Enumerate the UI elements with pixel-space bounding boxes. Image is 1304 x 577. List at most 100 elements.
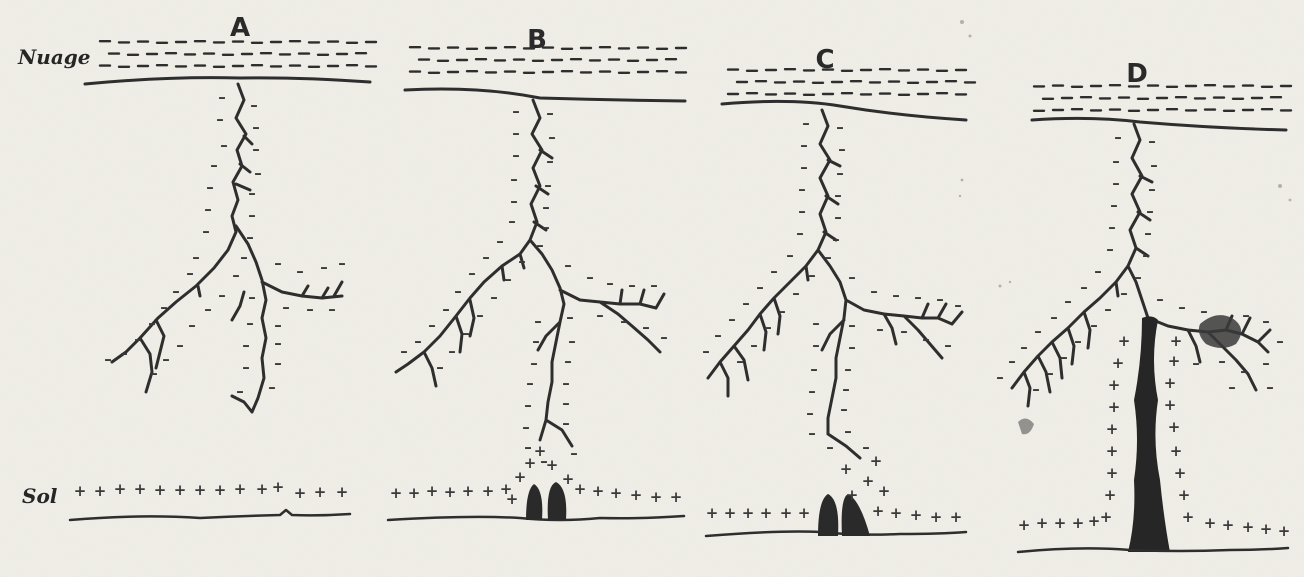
negative-charge: – xyxy=(838,140,846,158)
positive-charge: + xyxy=(482,482,495,500)
positive-charge: + xyxy=(506,490,519,508)
negative-charge: – xyxy=(530,354,538,372)
negative-charge: – xyxy=(120,344,128,362)
negative-charge: – xyxy=(764,318,772,336)
negative-charge: – xyxy=(542,198,550,216)
negative-charge: – xyxy=(206,178,214,196)
positive-charge: + xyxy=(862,472,875,490)
negative-charge: – xyxy=(454,282,462,300)
negative-charge: – xyxy=(954,296,962,314)
negative-charge: – xyxy=(1276,332,1284,350)
negative-charge: – xyxy=(564,352,572,370)
positive-charge: + xyxy=(610,484,623,502)
negative-charge: – xyxy=(808,382,816,400)
negative-charge: – xyxy=(248,206,256,224)
negative-charge: – xyxy=(172,282,180,300)
negative-charge: – xyxy=(320,258,328,276)
negative-charge: – xyxy=(802,114,810,132)
negative-charge: – xyxy=(414,332,422,350)
positive-charge: + xyxy=(1106,464,1119,482)
negative-charge: – xyxy=(1112,174,1120,192)
positive-charge: + xyxy=(1168,352,1181,370)
positive-charge: + xyxy=(1054,514,1067,532)
negative-charge: – xyxy=(202,222,210,240)
negative-charge: – xyxy=(186,264,194,282)
positive-charge: + xyxy=(408,484,421,502)
negative-charge: – xyxy=(944,336,952,354)
negative-charge: – xyxy=(812,336,820,354)
positive-charge: + xyxy=(1278,522,1291,540)
positive-charge: + xyxy=(890,504,903,522)
negative-charge: – xyxy=(546,152,554,170)
positive-charge: + xyxy=(94,482,107,500)
negative-charge: – xyxy=(562,414,570,432)
negative-charge: – xyxy=(534,312,542,330)
negative-charge: – xyxy=(306,300,314,318)
negative-charge: – xyxy=(1178,298,1186,316)
cloud-label: Nuage xyxy=(17,45,91,69)
negative-charge: – xyxy=(848,338,856,356)
negative-charge: – xyxy=(274,316,282,334)
positive-charge: + xyxy=(1164,374,1177,392)
negative-charge: – xyxy=(524,396,532,414)
negative-charge: – xyxy=(736,352,744,370)
negative-charge: – xyxy=(834,186,842,204)
negative-charge: – xyxy=(810,360,818,378)
negative-charge: – xyxy=(842,380,850,398)
negative-charge: – xyxy=(848,268,856,286)
negative-charge: – xyxy=(756,278,764,296)
negative-charge: – xyxy=(806,404,814,422)
negative-charge: – xyxy=(870,282,878,300)
negative-charge: – xyxy=(1240,362,1248,380)
negative-charge: – xyxy=(844,360,852,378)
negative-charge: – xyxy=(176,336,184,354)
negative-charge: – xyxy=(1218,352,1226,370)
positive-charge: + xyxy=(1108,398,1121,416)
negative-charge: – xyxy=(248,184,256,202)
positive-charge: + xyxy=(650,488,663,506)
positive-charge: + xyxy=(234,480,247,498)
positive-charge: + xyxy=(214,481,227,499)
positive-charge: + xyxy=(1170,332,1183,350)
negative-charge: – xyxy=(834,208,842,226)
positive-charge: + xyxy=(724,504,737,522)
negative-charge: – xyxy=(236,382,244,400)
negative-charge: – xyxy=(996,368,1004,386)
positive-charge: + xyxy=(706,504,719,522)
positive-charge: + xyxy=(1168,418,1181,436)
negative-charge: – xyxy=(1050,308,1058,326)
negative-charge: – xyxy=(548,128,556,146)
negative-charge: – xyxy=(566,308,574,326)
positive-charge: + xyxy=(114,480,127,498)
positive-charge: + xyxy=(846,486,859,504)
positive-charge: + xyxy=(534,442,547,460)
negative-charge: – xyxy=(204,200,212,218)
positive-charge: + xyxy=(1222,516,1235,534)
negative-charge: – xyxy=(218,88,226,106)
negative-charge: – xyxy=(650,276,658,294)
negative-charge: – xyxy=(570,444,578,462)
panel-title-d: D xyxy=(1126,59,1148,89)
positive-charge: + xyxy=(1164,396,1177,414)
panel-title-b: B xyxy=(527,25,547,55)
negative-charge: – xyxy=(526,374,534,392)
negative-charge: – xyxy=(210,156,218,174)
negative-charge: – xyxy=(496,232,504,250)
positive-charge: + xyxy=(1106,442,1119,460)
positive-charge: + xyxy=(1242,518,1255,536)
negative-charge: – xyxy=(1114,128,1122,146)
negative-charge: – xyxy=(274,354,282,372)
negative-charge: – xyxy=(104,350,112,368)
positive-charge: + xyxy=(294,484,307,502)
negative-charge: – xyxy=(1148,180,1156,198)
negative-charge: – xyxy=(1108,218,1116,236)
negative-charge: – xyxy=(268,378,276,396)
negative-charge: – xyxy=(796,224,804,242)
negative-charge: – xyxy=(642,318,650,336)
negative-charge: – xyxy=(1144,224,1152,242)
negative-charge: – xyxy=(1090,316,1098,334)
negative-charge: – xyxy=(800,136,808,154)
negative-charge: – xyxy=(216,110,224,128)
